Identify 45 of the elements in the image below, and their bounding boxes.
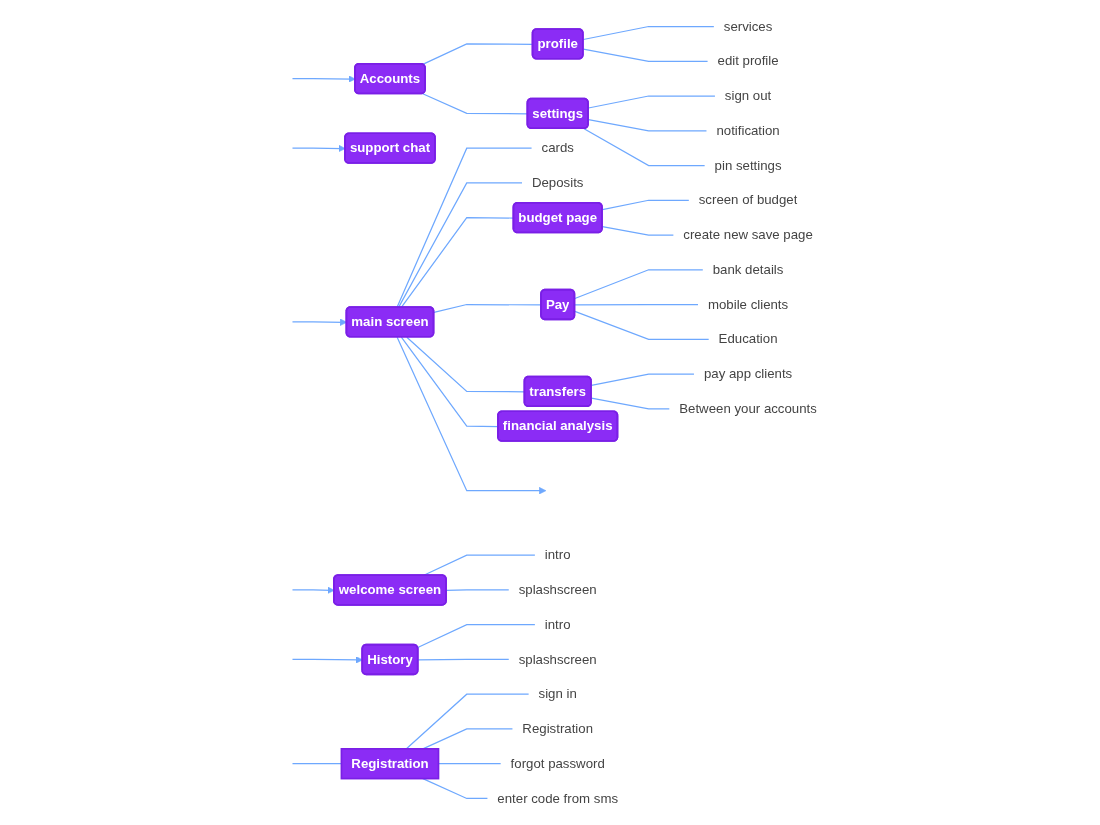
node-text: splashscreen [518,582,597,597]
connector [406,693,530,750]
connector [583,128,706,167]
node-box: Registration [340,748,440,780]
node-text: mobile clients [708,297,789,312]
connector [398,182,523,309]
node-text: create new save page [683,227,814,242]
connector [591,373,695,387]
connector [422,728,514,750]
node-text: bank details [713,262,784,277]
connector [588,118,708,132]
connector [602,199,690,211]
node-text: sign out [725,88,772,103]
arrow [292,586,335,594]
node-text: Registration [522,721,594,736]
connector [588,95,716,109]
connector [417,624,536,649]
node-text: sign in [538,686,578,701]
connector [602,225,675,236]
arrow [292,75,356,83]
node-text: Deposits [532,175,584,190]
node-text: screen of budget [699,192,798,207]
connector [591,397,671,410]
node-text: edit profile [717,53,779,68]
connector [438,763,502,765]
arrow [396,336,547,495]
node-text: cards [541,140,575,155]
node-text: enter code from sms [497,791,619,806]
connector [446,589,510,591]
node-text: services [724,19,773,34]
node-text: intro [545,617,571,632]
connector [574,310,710,340]
node-text: Between your accounts [679,401,818,416]
node-text: pin settings [714,158,782,173]
connector [574,303,699,306]
node-text: forgot password [510,756,606,771]
node-text: pay app clients [704,366,793,381]
connector [574,269,704,300]
connector [422,778,489,800]
arrow [292,144,346,153]
node-text: notification [716,123,780,138]
connector [396,147,533,309]
node-text: intro [545,547,571,562]
node-text: Education [718,331,778,346]
node-text: splashscreen [518,652,597,667]
